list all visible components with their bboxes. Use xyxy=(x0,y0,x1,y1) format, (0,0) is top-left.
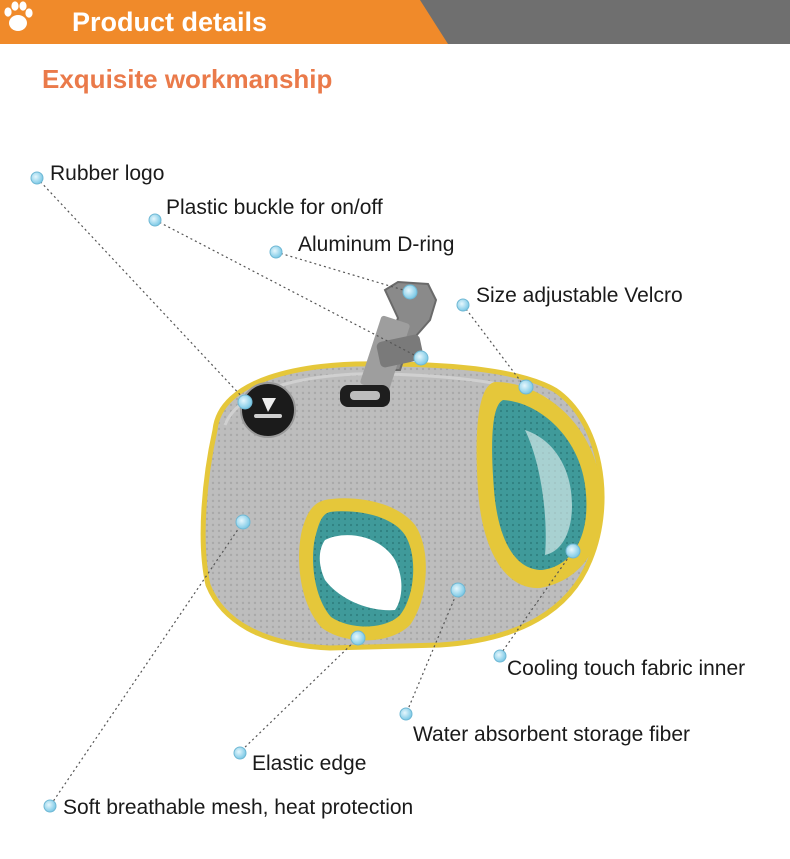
marker-breathable-mesh xyxy=(235,514,251,530)
leader-cooling-inner xyxy=(499,550,574,656)
header-background xyxy=(0,0,790,44)
section-title: Exquisite workmanship xyxy=(42,64,333,94)
marker-rubber-logo-label xyxy=(30,171,44,185)
callout-velcro: Size adjustable Velcro xyxy=(476,284,683,307)
logo-script xyxy=(254,414,282,418)
marker-plastic-buckle xyxy=(413,350,429,366)
header-banner: Product details xyxy=(0,0,790,44)
neck-opening-hole xyxy=(525,430,572,555)
leader-lines xyxy=(36,177,574,807)
marker-storage-fiber-label xyxy=(399,707,413,721)
callout-d-ring: Aluminum D-ring xyxy=(298,233,455,256)
callout-plastic-buckle: Plastic buckle for on/off xyxy=(166,196,383,219)
marker-velcro-label xyxy=(456,298,470,312)
callout-storage-fiber: Water absorbent storage fiber xyxy=(413,723,691,746)
header-title: Product details xyxy=(72,7,268,37)
marker-storage-fiber xyxy=(450,582,466,598)
callout-cooling-inner: Cooling touch fabric inner xyxy=(507,657,746,680)
handle-loop-gap xyxy=(350,391,380,400)
harness-vest xyxy=(200,280,605,651)
leader-elastic-edge xyxy=(239,637,359,753)
marker-d-ring-label xyxy=(269,245,283,259)
marker-rubber-logo xyxy=(237,394,253,410)
logo-emblem xyxy=(262,398,276,412)
marker-plastic-buckle-label xyxy=(148,213,162,227)
leader-d-ring xyxy=(275,251,411,293)
leader-rubber-logo xyxy=(36,177,246,401)
callout-markers xyxy=(30,171,581,813)
marker-breathable-mesh-label xyxy=(43,799,57,813)
callout-elastic-edge: Elastic edge xyxy=(252,752,367,775)
leg-opening-hole xyxy=(319,535,402,611)
paw-icon xyxy=(4,1,33,31)
marker-d-ring xyxy=(402,284,418,300)
leader-velcro xyxy=(462,304,526,388)
callout-breathable-mesh: Soft breathable mesh, heat protection xyxy=(63,796,414,819)
callout-rubber-logo: Rubber logo xyxy=(50,162,165,185)
marker-cooling-inner-label xyxy=(493,649,507,663)
marker-cooling-inner xyxy=(565,543,581,559)
marker-velcro xyxy=(518,379,534,395)
marker-elastic-edge-label xyxy=(233,746,247,760)
marker-elastic-edge xyxy=(350,630,366,646)
plastic-buckle xyxy=(376,334,424,368)
header-accent-band xyxy=(0,0,448,44)
leader-breathable-mesh xyxy=(49,521,244,807)
